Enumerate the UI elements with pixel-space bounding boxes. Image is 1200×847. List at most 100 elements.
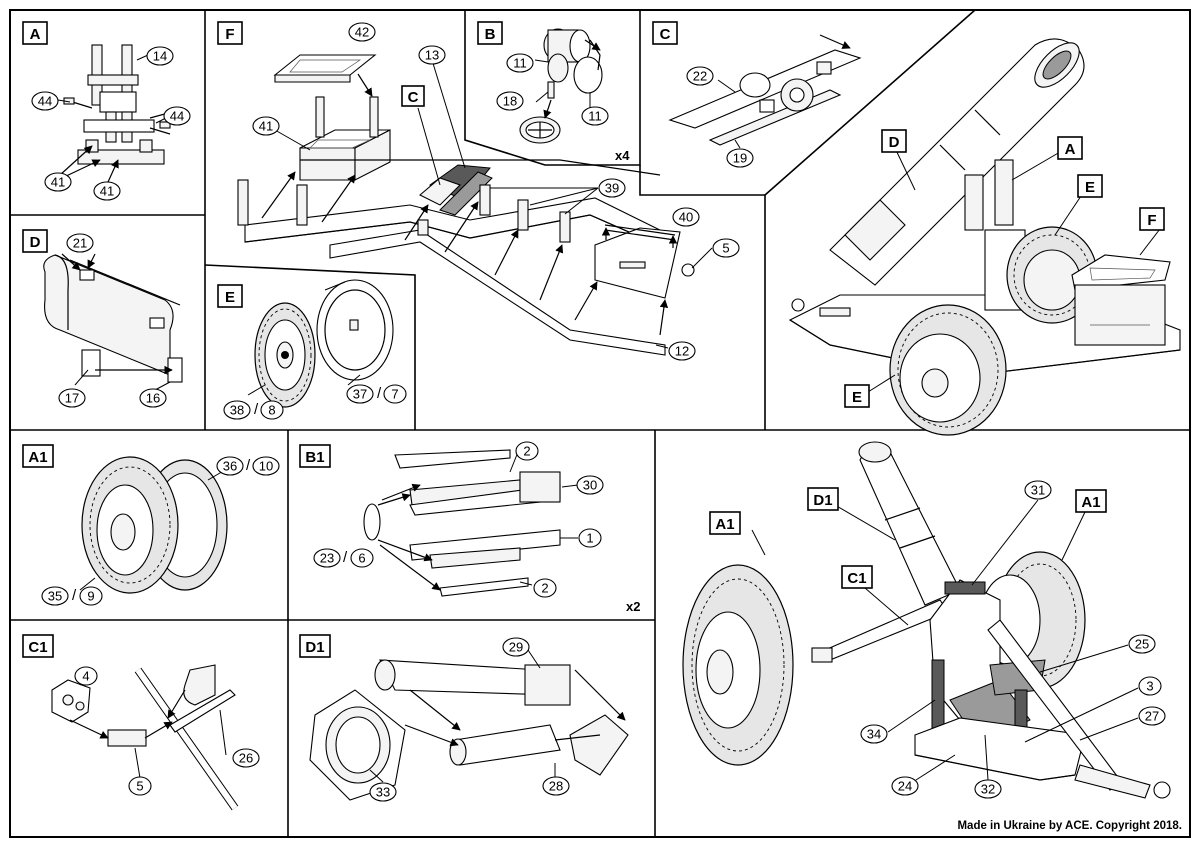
svg-text:29: 29 [509, 640, 523, 655]
sheet-frame [9, 9, 1191, 838]
callout-41-right: 41 [93, 181, 121, 201]
callout-6: 6 [350, 548, 374, 568]
assembled-mortar-top: D A E F E [788, 38, 1181, 436]
callout-2-bottom: 2 [533, 578, 557, 598]
multiplier-x4: x4 [615, 148, 630, 163]
step-c1-trail: C1 4 5 26 [22, 634, 260, 811]
callout-14: 14 [146, 46, 174, 66]
svg-text:D: D [30, 234, 41, 251]
callout-7: 7 [383, 384, 407, 404]
callout-22: 22 [686, 66, 714, 86]
svg-text:C1: C1 [847, 570, 866, 587]
step-e-wheels: E 38 / 8 37 / 7 [217, 279, 407, 420]
callout-41-left: 41 [44, 172, 72, 192]
callout-38: 38 [223, 400, 251, 420]
callout-5: 5 [712, 238, 740, 258]
callout-18: 18 [496, 91, 524, 111]
callout-2-top: 2 [515, 441, 539, 461]
svg-text:37: 37 [353, 387, 367, 402]
svg-text:10: 10 [259, 459, 273, 474]
callout-3: 3 [1138, 676, 1162, 696]
svg-text:5: 5 [722, 241, 729, 256]
svg-text:/: / [246, 457, 251, 474]
svg-text:/: / [254, 401, 259, 418]
svg-text:44: 44 [38, 94, 52, 109]
callout-35: 35 [41, 586, 69, 606]
svg-text:44: 44 [170, 109, 184, 124]
svg-text:5: 5 [136, 779, 143, 794]
callout-33: 33 [369, 782, 397, 802]
callout-19: 19 [726, 148, 754, 168]
svg-text:38: 38 [230, 403, 244, 418]
callout-11-top: 11 [506, 53, 534, 73]
callout-23: 23 [313, 548, 341, 568]
svg-text:E: E [852, 389, 862, 406]
callout-34: 34 [860, 724, 888, 744]
svg-text:3: 3 [1146, 679, 1153, 694]
svg-text:11: 11 [588, 109, 602, 124]
svg-text:26: 26 [239, 751, 253, 766]
callout-32: 32 [974, 779, 1002, 799]
svg-text:41: 41 [51, 175, 65, 190]
callout-36: 36 [216, 456, 244, 476]
step-c-trunnion: C 22 19 [652, 21, 862, 168]
svg-text:C: C [660, 26, 671, 43]
step-label-a: A [30, 26, 41, 43]
svg-text:42: 42 [355, 25, 369, 40]
svg-text:2: 2 [541, 581, 548, 596]
svg-text:2: 2 [523, 444, 530, 459]
svg-text:C: C [408, 89, 419, 106]
step-a1-road-wheel: A1 36 / 10 35 / 9 [22, 444, 280, 606]
svg-text:8: 8 [268, 403, 275, 418]
callout-28: 28 [542, 776, 570, 796]
final-assembly: A1 D1 C1 A1 31 25 3 27 34 24 32 [682, 441, 1171, 799]
callout-8: 8 [260, 400, 284, 420]
callout-27: 27 [1138, 706, 1166, 726]
step-a-mount-frame: A 14 44 44 41 41 [22, 21, 191, 201]
svg-text:/: / [377, 385, 382, 402]
svg-text:25: 25 [1135, 637, 1149, 652]
svg-text:13: 13 [425, 48, 439, 63]
svg-text:22: 22 [693, 69, 707, 84]
svg-text:18: 18 [503, 94, 517, 109]
svg-text:B: B [485, 26, 496, 43]
svg-text:24: 24 [898, 779, 912, 794]
callout-37: 37 [346, 384, 374, 404]
svg-text:/: / [343, 549, 348, 566]
callout-40: 40 [672, 207, 700, 227]
svg-text:19: 19 [733, 151, 747, 166]
svg-text:C1: C1 [28, 639, 47, 656]
callout-4: 4 [74, 666, 98, 686]
step-d1-baseplate-barrel: D1 29 33 28 [299, 634, 629, 802]
multiplier-x2: x2 [626, 599, 640, 614]
svg-text:21: 21 [73, 236, 87, 251]
callout-13: 13 [418, 45, 446, 65]
svg-text:34: 34 [867, 727, 881, 742]
callout-17: 17 [58, 388, 86, 408]
svg-text:A1: A1 [28, 449, 47, 466]
svg-text:E: E [225, 289, 235, 306]
svg-text:28: 28 [549, 779, 563, 794]
callout-5-c1: 5 [128, 776, 152, 796]
svg-text:4: 4 [82, 669, 89, 684]
callout-44-left: 44 [31, 91, 59, 111]
svg-text:1: 1 [586, 531, 593, 546]
svg-text:11: 11 [513, 56, 527, 71]
svg-text:9: 9 [87, 589, 94, 604]
svg-text:A1: A1 [715, 516, 734, 533]
svg-text:/: / [72, 587, 77, 604]
svg-text:41: 41 [259, 119, 273, 134]
svg-text:33: 33 [376, 785, 390, 800]
callout-10: 10 [252, 456, 280, 476]
svg-text:14: 14 [153, 49, 167, 64]
callout-21: 21 [66, 233, 94, 253]
svg-text:32: 32 [981, 782, 995, 797]
svg-text:6: 6 [358, 551, 365, 566]
callout-44-right: 44 [163, 106, 191, 126]
svg-text:40: 40 [679, 210, 693, 225]
step-b-wheel-hub: B 11 18 11 x4 [477, 21, 630, 163]
svg-text:30: 30 [583, 478, 597, 493]
svg-text:39: 39 [605, 181, 619, 196]
callout-9: 9 [79, 586, 103, 606]
svg-text:41: 41 [100, 184, 114, 199]
